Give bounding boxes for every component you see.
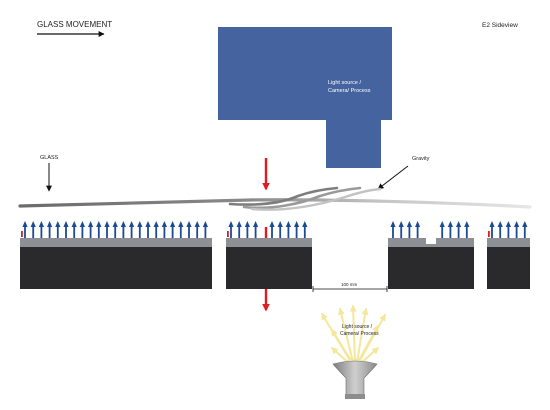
up-arrow-icon	[202, 221, 208, 238]
up-arrow-icon	[236, 221, 242, 238]
up-arrow-icon	[415, 221, 421, 238]
up-arrow-icon	[497, 221, 503, 238]
up-arrow-icon	[104, 221, 110, 238]
up-arrow-icon	[194, 221, 200, 238]
upper-process-unit	[218, 27, 392, 168]
air-table-block-4	[487, 238, 530, 289]
up-arrow-icon	[447, 221, 453, 238]
edge-marker	[227, 231, 229, 237]
lower-unit-label-line-2: Camera/ Process	[340, 331, 379, 337]
up-arrow-icon	[186, 221, 192, 238]
up-arrow-icon	[390, 221, 396, 238]
gap-dimension: 100 mm	[312, 282, 388, 292]
up-arrow-icon	[456, 221, 462, 238]
upper-unit-label: Light source / Camera/ Process	[328, 80, 371, 94]
air-arrows	[21, 221, 528, 238]
up-arrow-icon	[47, 221, 53, 238]
up-arrow-icon	[464, 221, 470, 238]
up-arrow-icon	[170, 221, 176, 238]
up-arrow-icon	[505, 221, 511, 238]
up-arrow-icon	[269, 221, 275, 238]
up-arrow-icon	[96, 221, 102, 238]
up-arrow-icon	[137, 221, 143, 238]
up-arrow-icon	[178, 221, 184, 238]
lower-unit-label: Light source / Camera/ Process	[340, 324, 379, 337]
up-arrow-icon	[79, 221, 85, 238]
up-arrow-icon	[120, 221, 126, 238]
up-arrow-icon	[71, 221, 77, 238]
up-arrow-icon	[277, 221, 283, 238]
up-arrow-icon	[22, 221, 28, 238]
air-table-block-3	[388, 236, 474, 289]
up-arrow-icon	[161, 221, 167, 238]
gap-label: 100 mm	[341, 282, 358, 287]
gravity-label: Gravity	[412, 156, 430, 162]
up-arrow-icon	[30, 221, 36, 238]
up-arrow-icon	[153, 221, 159, 238]
up-arrow-icon	[129, 221, 135, 238]
up-arrow-icon	[88, 221, 94, 238]
up-arrow-icon	[145, 221, 151, 238]
up-arrow-icon	[398, 221, 404, 238]
air-table-block-2	[226, 238, 312, 289]
glass-movement-label: GLASS MOVEMENT	[37, 20, 112, 29]
edge-marker	[488, 231, 490, 237]
upper-unit-label-line-2: Camera/ Process	[328, 88, 371, 94]
up-arrow-icon	[253, 221, 259, 238]
diagonal-arrow-icon	[377, 165, 409, 190]
up-arrow-icon	[244, 221, 250, 238]
edge-marker	[21, 231, 23, 237]
up-arrow-icon	[55, 221, 61, 238]
lamp-icon	[332, 359, 378, 399]
up-arrow-icon	[63, 221, 69, 238]
up-arrow-icon	[406, 221, 412, 238]
air-tables	[20, 236, 530, 289]
up-arrow-icon	[489, 221, 495, 238]
upper-unit-label-line-1: Light source /	[328, 80, 361, 86]
up-arrow-icon	[285, 221, 291, 238]
glass-label: GLASS	[40, 155, 59, 161]
glass-sheets	[18, 186, 532, 211]
up-arrow-icon	[228, 221, 234, 238]
glass-sheet-wave-2	[242, 186, 362, 210]
air-table-block-1	[20, 238, 212, 289]
view-label: E2 Sideview	[482, 22, 518, 29]
up-arrow-icon	[514, 221, 520, 238]
up-arrow-icon	[522, 221, 528, 238]
glass-sheet-wave-1	[228, 186, 339, 206]
glass-sheet-wave-3	[250, 187, 382, 211]
up-arrow-icon	[439, 221, 445, 238]
up-arrow-icon	[112, 221, 118, 238]
lower-unit-label-line-1: Light source /	[342, 324, 373, 330]
glass-sheet-main	[18, 198, 532, 209]
up-arrow-icon	[294, 221, 300, 238]
up-arrow-icon	[302, 221, 308, 238]
up-arrow-icon	[38, 221, 44, 238]
